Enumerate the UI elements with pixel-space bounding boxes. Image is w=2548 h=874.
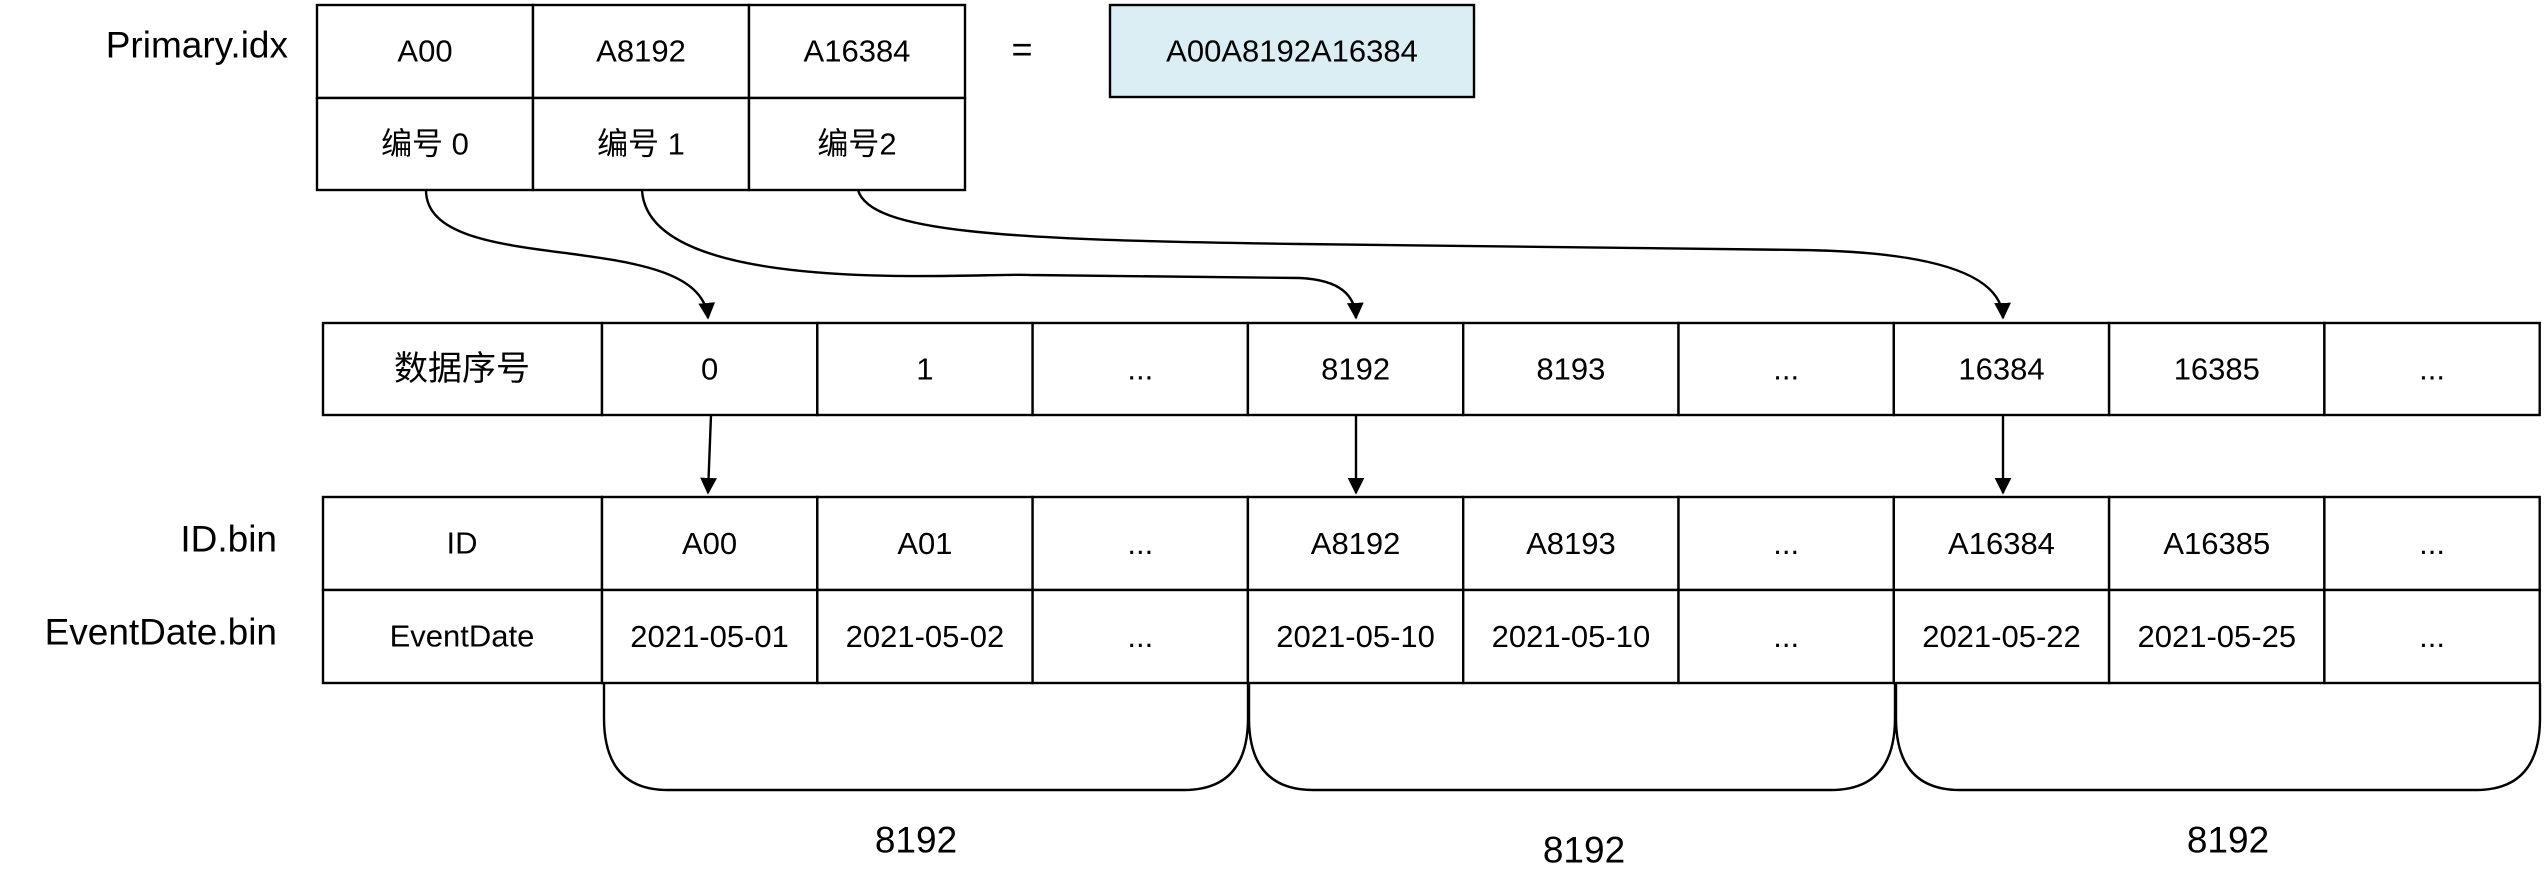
eventdate-value: 2021-05-25 — [2138, 619, 2297, 654]
primary-idx-table: A00 A8192 A16384 编号 0 编号 1 编号2 — [315, 3, 967, 192]
id-cell — [1677, 495, 1896, 592]
granule-brace — [1894, 683, 2542, 792]
mark-cell — [531, 3, 751, 100]
eventdate-cell — [2107, 588, 2326, 685]
id-header-cell — [321, 495, 604, 592]
eventdate-value: 2021-05-22 — [1922, 619, 2081, 654]
mark-1-connector — [640, 189, 1364, 320]
eventdate-cell — [1246, 588, 1465, 685]
mark-number-cell — [531, 96, 751, 192]
eventdate-cell — [1031, 588, 1250, 685]
eventdate-value: ... — [2419, 619, 2445, 654]
mark-number: 编号 1 — [597, 127, 685, 162]
granule-brace — [1247, 683, 1897, 792]
sequence-cell — [600, 321, 819, 417]
eventdate-value: 2021-05-02 — [846, 619, 1005, 654]
granule-size-label: 8192 — [2187, 820, 2269, 861]
sequence-value: ... — [2419, 352, 2445, 387]
eventdate-cell — [1892, 588, 2111, 685]
sequence-value: 16384 — [1958, 352, 2044, 387]
mark-number-cell — [747, 96, 967, 192]
sequence-cell — [2107, 321, 2326, 417]
mark-value: A8192 — [596, 34, 686, 69]
sequence-row: 数据序号 0 1... 8192 8193... 16384 16385... — [321, 321, 2541, 417]
sequence-header: 数据序号 — [394, 350, 530, 388]
eventdate-header: EventDate — [390, 619, 535, 654]
sequence-cell — [2323, 321, 2541, 417]
sequence-value: 1 — [916, 352, 933, 387]
id-cell — [816, 495, 1034, 592]
id-cell — [2323, 495, 2541, 592]
sequence-cell — [1246, 321, 1465, 417]
mark-cell — [315, 3, 535, 100]
sequence-value: 8192 — [1321, 352, 1390, 387]
id-value: ... — [1127, 526, 1153, 561]
sequence-header-cell — [321, 321, 604, 417]
sequence-value: 0 — [701, 352, 718, 387]
sequence-cell — [1677, 321, 1896, 417]
concat-value: A00A8192A16384 — [1166, 34, 1418, 69]
mark-number: 编号2 — [817, 127, 896, 162]
equals-sign: = — [1011, 29, 1032, 70]
eventdate-cell — [1461, 588, 1680, 685]
mark-value: A00 — [397, 34, 452, 69]
id-header: ID — [447, 526, 478, 561]
sequence-value: ... — [1127, 352, 1153, 387]
seq-to-id-arrow — [700, 414, 717, 495]
eventdate-cell — [2323, 588, 2541, 685]
id-value: A8193 — [1526, 526, 1616, 561]
eventdate-value: ... — [1773, 619, 1799, 654]
id-value: A00 — [682, 526, 737, 561]
eventdate-value: ... — [1127, 619, 1153, 654]
sequence-value: 8193 — [1536, 352, 1605, 387]
id-cell — [1031, 495, 1250, 592]
eventdate-value: 2021-05-01 — [630, 619, 789, 654]
eventdate-value: 2021-05-10 — [1276, 619, 1435, 654]
mark-2-connector — [856, 189, 2011, 320]
eventdate-cell — [816, 588, 1034, 685]
eventdate-value: 2021-05-10 — [1492, 619, 1651, 654]
id-cell — [1246, 495, 1465, 592]
id-value: A8192 — [1311, 526, 1401, 561]
id-cell — [2107, 495, 2326, 592]
id-value: A16385 — [2163, 526, 2270, 561]
primary-idx-label: Primary.idx — [106, 25, 289, 66]
eventdate-row: EventDate 2021-05-01 2021-05-02... 2021-05… — [321, 588, 2541, 685]
sequence-cell — [1461, 321, 1680, 417]
granule-size-label: 8192 — [875, 820, 957, 861]
id-value: A16384 — [1948, 526, 2055, 561]
mark-number: 编号 0 — [381, 127, 469, 162]
eventdate-bin-label: EventDate.bin — [45, 612, 277, 653]
concat-box — [1108, 3, 1476, 99]
sequence-value: 16385 — [2174, 352, 2260, 387]
id-cell — [1461, 495, 1680, 592]
sequence-value: ... — [1773, 352, 1799, 387]
granule-size-label: 8192 — [1543, 830, 1625, 871]
mark-0-connector — [424, 189, 716, 320]
id-value: A01 — [897, 526, 952, 561]
id-row: ID A00 A01... A8192 A8193... A16384 A16385... — [321, 495, 2541, 592]
granule-brace — [602, 683, 1250, 792]
id-value: ... — [1773, 526, 1799, 561]
mark-cell — [747, 3, 967, 100]
id-value: ... — [2419, 526, 2445, 561]
mark-value: A16384 — [804, 34, 911, 69]
id-bin-label: ID.bin — [180, 519, 277, 560]
sequence-cell — [816, 321, 1034, 417]
